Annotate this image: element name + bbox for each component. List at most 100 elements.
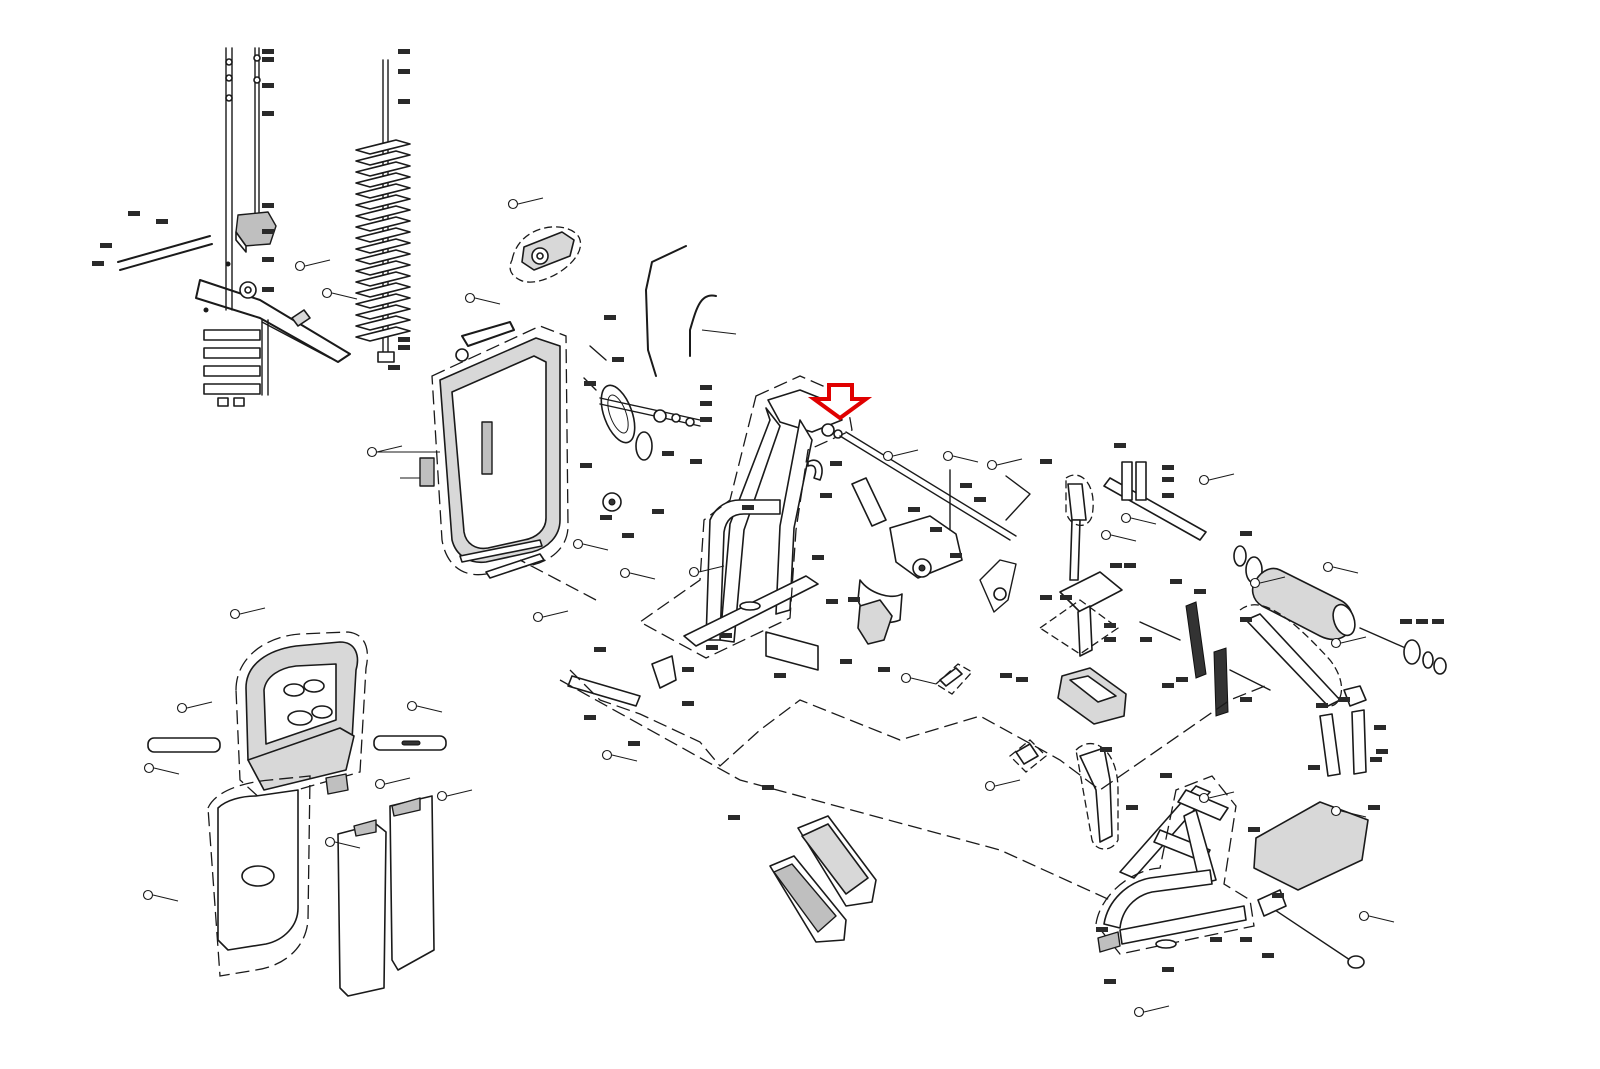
pivot-arm-assembly — [851, 469, 1031, 645]
part-number-tag — [1140, 637, 1152, 642]
callout-bubble — [374, 778, 386, 790]
part-number-tag — [1104, 637, 1116, 642]
part-number-tag — [262, 229, 274, 234]
part-number-tag — [1040, 595, 1052, 600]
callout-bubble — [229, 608, 241, 620]
part-number-tag — [612, 357, 624, 362]
leader-line — [582, 543, 609, 551]
callout-bubble — [1322, 561, 1334, 573]
part-number-tag — [1060, 595, 1072, 600]
part-number-tag — [1110, 563, 1122, 568]
down-arrow-icon — [807, 383, 873, 421]
part-number-tag — [1374, 725, 1386, 730]
weight-plate — [355, 172, 411, 188]
part-number-tag — [262, 203, 274, 208]
leader-line — [446, 789, 473, 797]
leader-line — [1208, 473, 1235, 481]
part-number-tag — [398, 345, 410, 350]
part-number-tag — [1240, 617, 1252, 622]
part-number-tag — [262, 257, 274, 262]
weight-stack — [355, 59, 411, 363]
pulley-set — [583, 345, 701, 512]
part-number-tag — [1040, 459, 1052, 464]
leader-line — [542, 610, 569, 618]
weight-plate — [355, 282, 411, 298]
part-number-tag — [974, 497, 986, 502]
part-number-tag — [398, 49, 410, 54]
part-number-tag — [1096, 927, 1108, 932]
leader-line — [1143, 1005, 1170, 1013]
callout-bubble — [619, 567, 631, 579]
part-number-tag — [1016, 677, 1028, 682]
part-number-tag — [1162, 465, 1174, 470]
callout-bubble — [1198, 792, 1210, 804]
callout-bubble — [1249, 577, 1261, 589]
weight-plate — [355, 183, 411, 199]
leader-line — [239, 607, 266, 615]
leader-line — [1332, 566, 1359, 574]
leader-line — [152, 894, 179, 902]
part-number-tag — [840, 659, 852, 664]
callout-bubble — [1100, 529, 1112, 541]
callout-bubble — [942, 450, 954, 462]
part-number-tag — [728, 815, 740, 820]
part-number-tag — [1126, 805, 1138, 810]
part-number-tag — [594, 647, 606, 652]
callout-bubble — [294, 260, 306, 272]
part-number-tag — [1176, 677, 1188, 682]
part-number-tag — [960, 483, 972, 488]
part-number-tag — [1400, 619, 1412, 624]
part-number-tag — [1338, 697, 1350, 702]
weight-plate — [355, 139, 411, 155]
leader-line — [304, 259, 331, 267]
callout-bubble — [1120, 512, 1132, 524]
callout-bubble — [1358, 910, 1370, 922]
part-number-tag — [262, 83, 274, 88]
part-number-tag — [1316, 703, 1328, 708]
leader-line — [611, 754, 638, 762]
part-number-tag — [388, 365, 400, 370]
part-number-tag — [262, 287, 274, 292]
leader-line — [892, 449, 919, 457]
part-number-tag — [700, 385, 712, 390]
part-number-tag — [742, 505, 754, 510]
callout-bubble — [1330, 805, 1342, 817]
leader-line — [376, 445, 403, 453]
part-number-tag — [622, 533, 634, 538]
part-number-tag — [1104, 623, 1116, 628]
weight-plate — [355, 238, 411, 254]
leader-line — [952, 455, 979, 463]
leader-line — [517, 197, 544, 205]
callout-bubble — [464, 292, 476, 304]
part-number-tag — [398, 337, 410, 342]
part-number-tag — [584, 381, 596, 386]
cable — [645, 245, 737, 377]
part-number-tag — [682, 701, 694, 706]
callout-bubble — [507, 198, 519, 210]
callout-bubble — [436, 790, 448, 802]
weight-plate — [355, 249, 411, 265]
leader-line — [1208, 791, 1235, 799]
callout-bubble — [986, 459, 998, 471]
part-number-tag — [774, 673, 786, 678]
part-number-tag — [682, 667, 694, 672]
loose-parts — [459, 539, 1047, 773]
part-number-tag — [398, 99, 410, 104]
part-number-tag — [1432, 619, 1444, 624]
part-number-tag — [1308, 765, 1320, 770]
part-number-tag — [1272, 893, 1284, 898]
console-assembly — [147, 631, 447, 997]
part-number-tag — [92, 261, 104, 266]
part-number-tag — [1100, 747, 1112, 752]
upper-pulley-bracket — [509, 226, 581, 283]
part-number-tag — [1162, 683, 1174, 688]
leader-line — [1259, 576, 1286, 584]
part-number-tag — [1376, 749, 1388, 754]
callout-bubble — [984, 780, 996, 792]
callout-bubble — [324, 836, 336, 848]
part-number-tag — [1240, 697, 1252, 702]
part-number-tag — [1210, 937, 1222, 942]
part-number-tag — [762, 785, 774, 790]
part-number-tag — [812, 555, 824, 560]
